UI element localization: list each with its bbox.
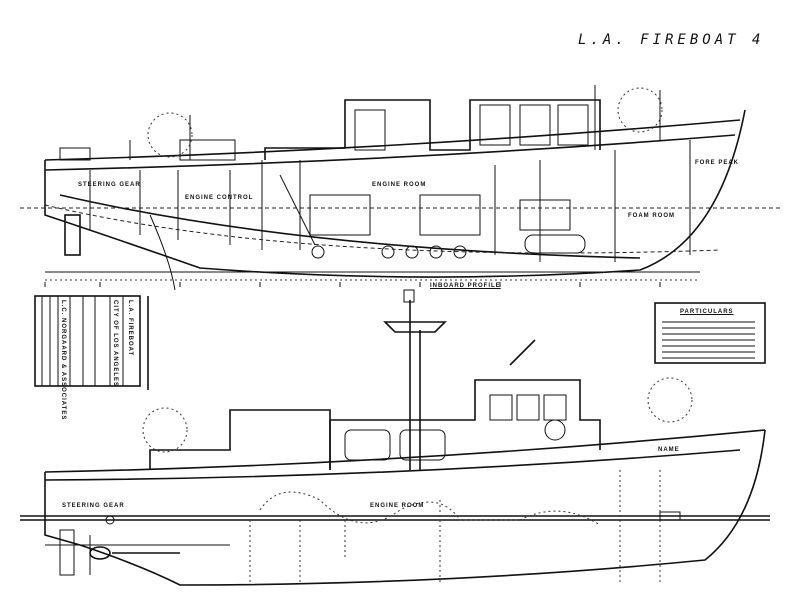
label-steering-gear: STEERING GEAR <box>78 182 141 188</box>
particulars-heading: PARTICULARS <box>680 309 734 315</box>
label-engine-control: ENGINE CONTROL <box>185 195 254 201</box>
particulars-table <box>654 302 766 364</box>
inboard-profile-hull <box>20 85 780 291</box>
label-name: NAME <box>658 447 680 453</box>
label-outboard-engine-room: ENGINE ROOM <box>370 503 425 509</box>
title-block-frame <box>34 295 149 390</box>
title-block-designer: L.C. NORGAARD & ASSOCIATES <box>60 300 66 421</box>
title-block-vessel: L.A. FIREBOAT <box>127 300 133 357</box>
inboard-profile-caption: INBOARD PROFILE <box>430 283 501 289</box>
outboard-profile-hull <box>20 289 770 586</box>
label-engine-room: ENGINE ROOM <box>372 182 427 188</box>
drawing-title: L.A. FIREBOAT 4 <box>578 32 765 48</box>
title-block-client: CITY OF LOS ANGELES <box>112 300 118 388</box>
tank-circles <box>311 245 467 259</box>
label-outboard-steering-gear: STEERING GEAR <box>62 503 125 509</box>
label-foam-room: FOAM ROOM <box>628 213 675 219</box>
label-fore-peak: FORE PEAK <box>695 160 740 166</box>
